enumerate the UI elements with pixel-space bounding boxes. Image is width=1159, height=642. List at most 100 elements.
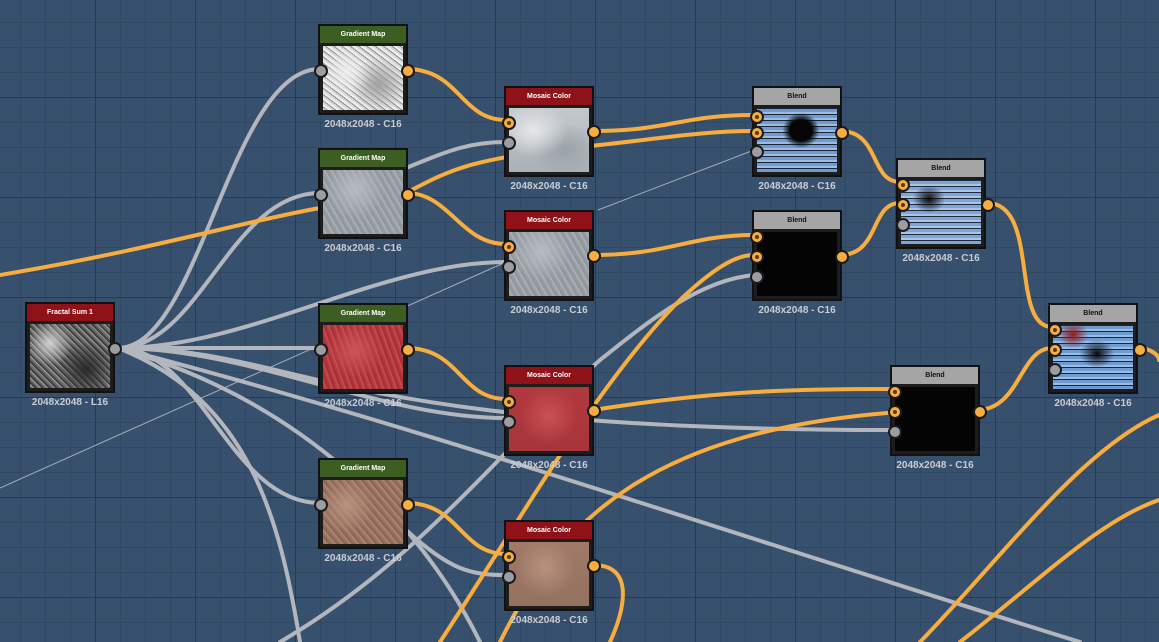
input-port[interactable]: [888, 405, 902, 419]
node-caption: 2048x2048 - C16: [324, 398, 402, 409]
node-title: Blend: [754, 88, 840, 105]
wire: [0, 261, 507, 489]
output-port[interactable]: [973, 405, 987, 419]
input-port[interactable]: [896, 198, 910, 212]
node-thumbnail: [323, 46, 403, 110]
wire: [404, 528, 508, 577]
wire: [918, 413, 1159, 642]
node-thumbnail: [509, 387, 589, 451]
node-thumbnail: [509, 232, 589, 296]
output-port[interactable]: [587, 559, 601, 573]
input-port[interactable]: [314, 343, 328, 357]
node-caption: 2048x2048 - C16: [324, 243, 402, 254]
node-thumbnail: [895, 387, 975, 451]
node-blend-2[interactable]: Blend 2048x2048 - C16: [750, 210, 849, 316]
input-port[interactable]: [750, 126, 764, 140]
node-caption: 2048x2048 - C16: [510, 460, 588, 471]
node-gradient-map-2[interactable]: Gradient Map 2048x2048 - C16: [314, 148, 415, 254]
node-title: Gradient Map: [320, 305, 406, 322]
node-thumbnail: [1053, 325, 1133, 389]
input-port[interactable]: [502, 136, 516, 150]
node-caption: 2048x2048 - C16: [510, 305, 588, 316]
input-port[interactable]: [314, 188, 328, 202]
node-title: Fractal Sum 1: [27, 304, 113, 321]
node-gradient-map-3[interactable]: Gradient Map 2048x2048 - C16: [314, 303, 415, 409]
output-port[interactable]: [587, 404, 601, 418]
output-port[interactable]: [401, 188, 415, 202]
node-mosaic-color-1[interactable]: Mosaic Color 2048x2048 - C16: [502, 86, 601, 192]
node-mosaic-color-3[interactable]: Mosaic Color 2048x2048 - C16: [502, 365, 601, 471]
node-blend-3[interactable]: Blend 2048x2048 - C16: [896, 158, 995, 264]
input-port[interactable]: [502, 550, 516, 564]
output-port[interactable]: [587, 125, 601, 139]
input-port[interactable]: [750, 270, 764, 284]
node-blend-5[interactable]: Blend 2048x2048 - C16: [1048, 303, 1147, 409]
input-port[interactable]: [502, 260, 516, 274]
input-port[interactable]: [1048, 323, 1062, 337]
wire: [116, 260, 508, 350]
wire: [591, 387, 892, 412]
wire: [116, 191, 322, 350]
input-port[interactable]: [502, 415, 516, 429]
input-port[interactable]: [888, 385, 902, 399]
node-title: Mosaic Color: [506, 212, 592, 229]
output-port[interactable]: [835, 250, 849, 264]
input-port[interactable]: [502, 570, 516, 584]
wire: [116, 346, 302, 642]
node-title: Blend: [898, 160, 984, 177]
wire: [438, 253, 756, 642]
node-mosaic-color-2[interactable]: Mosaic Color 2048x2048 - C16: [502, 210, 601, 316]
output-port[interactable]: [1133, 343, 1147, 357]
node-caption: 2048x2048 - C16: [510, 615, 588, 626]
output-port[interactable]: [401, 64, 415, 78]
node-title: Mosaic Color: [506, 88, 592, 105]
input-port[interactable]: [314, 64, 328, 78]
node-caption: 2048x2048 - L16: [31, 397, 109, 408]
input-port[interactable]: [502, 395, 516, 409]
input-port[interactable]: [896, 178, 910, 192]
node-caption: 2048x2048 - C16: [758, 305, 836, 316]
node-caption: 2048x2048 - C16: [510, 181, 588, 192]
node-caption: 2048x2048 - C16: [324, 119, 402, 130]
node-gradient-map-1[interactable]: Gradient Map 2048x2048 - C16: [314, 24, 415, 130]
node-title: Gradient Map: [320, 150, 406, 167]
node-gradient-map-4[interactable]: Gradient Map 2048x2048 - C16: [314, 458, 415, 564]
input-port[interactable]: [750, 230, 764, 244]
input-port[interactable]: [1048, 363, 1062, 377]
node-caption: 2048x2048 - C16: [758, 181, 836, 192]
node-title: Blend: [892, 367, 978, 384]
wire: [958, 498, 1159, 642]
output-port[interactable]: [835, 126, 849, 140]
node-thumbnail: [323, 480, 403, 544]
output-port[interactable]: [108, 342, 122, 356]
input-port[interactable]: [502, 116, 516, 130]
input-port[interactable]: [888, 425, 902, 439]
wire: [404, 346, 508, 401]
input-port[interactable]: [502, 240, 516, 254]
input-port[interactable]: [896, 218, 910, 232]
node-thumbnail: [323, 325, 403, 389]
output-port[interactable]: [401, 498, 415, 512]
output-port[interactable]: [981, 198, 995, 212]
wire: [116, 346, 482, 642]
wire: [838, 129, 902, 184]
node-thumbnail: [509, 542, 589, 606]
wire: [116, 67, 322, 350]
wire: [591, 113, 756, 133]
node-mosaic-color-4[interactable]: Mosaic Color 2048x2048 - C16: [502, 520, 601, 626]
wire: [404, 501, 508, 556]
wire: [0, 206, 322, 277]
node-blend-1[interactable]: Blend 2048x2048 - C16: [750, 86, 849, 192]
output-port[interactable]: [401, 343, 415, 357]
node-fractal-sum-1[interactable]: Fractal Sum 1 2048x2048 - L16: [25, 302, 122, 408]
node-blend-4[interactable]: Blend 2048x2048 - C16: [888, 365, 987, 471]
wire: [404, 67, 508, 122]
input-port[interactable]: [750, 110, 764, 124]
node-thumbnail: [757, 232, 837, 296]
output-port[interactable]: [587, 249, 601, 263]
input-port[interactable]: [750, 250, 764, 264]
input-port[interactable]: [750, 145, 764, 159]
input-port[interactable]: [314, 498, 328, 512]
input-port[interactable]: [1048, 343, 1062, 357]
wire: [591, 563, 625, 642]
